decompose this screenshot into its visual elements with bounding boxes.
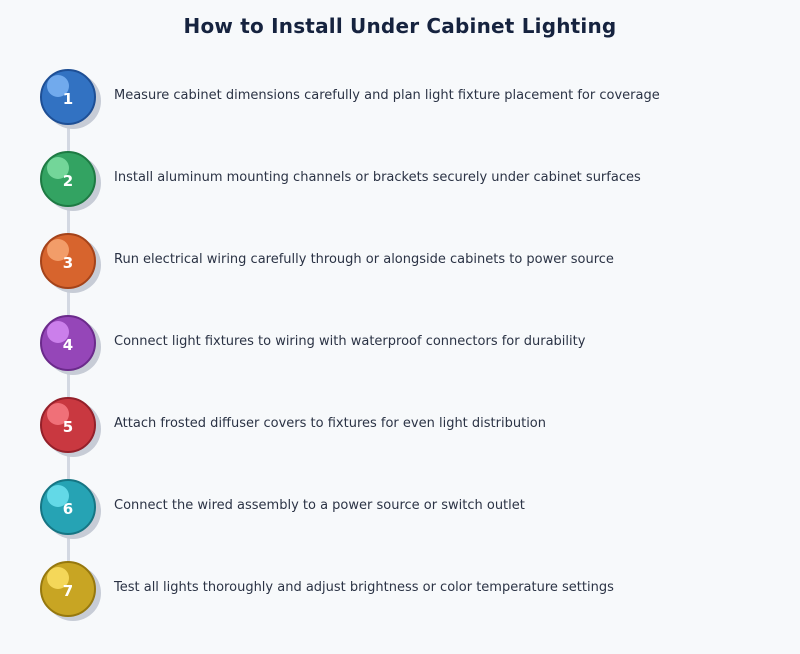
circle-highlight bbox=[47, 75, 69, 97]
step-number: 2 bbox=[62, 172, 74, 190]
step-4: 4 Connect light fixtures to wiring with … bbox=[0, 315, 800, 375]
step-number: 7 bbox=[62, 582, 74, 600]
circle-highlight bbox=[47, 567, 69, 589]
step-number: 6 bbox=[62, 500, 74, 518]
circle-highlight bbox=[47, 239, 69, 261]
circle-highlight bbox=[47, 485, 69, 507]
step-circle: 6 bbox=[40, 479, 96, 535]
step-number: 5 bbox=[62, 418, 74, 436]
step-2: 2 Install aluminum mounting channels or … bbox=[0, 151, 800, 211]
step-text: Test all lights thoroughly and adjust br… bbox=[114, 580, 614, 595]
step-text: Connect light fixtures to wiring with wa… bbox=[114, 334, 586, 349]
circle-highlight bbox=[47, 321, 69, 343]
step-circle: 2 bbox=[40, 151, 96, 207]
step-circle: 7 bbox=[40, 561, 96, 617]
step-1: 1 Measure cabinet dimensions carefully a… bbox=[0, 69, 800, 129]
step-6: 6 Connect the wired assembly to a power … bbox=[0, 479, 800, 539]
page-title: How to Install Under Cabinet Lighting bbox=[183, 14, 617, 38]
step-number: 1 bbox=[62, 90, 74, 108]
step-text: Install aluminum mounting channels or br… bbox=[114, 170, 641, 185]
step-3: 3 Run electrical wiring carefully throug… bbox=[0, 233, 800, 293]
step-text: Measure cabinet dimensions carefully and… bbox=[114, 88, 660, 103]
step-text: Connect the wired assembly to a power so… bbox=[114, 498, 525, 513]
step-circle: 1 bbox=[40, 69, 96, 125]
step-number: 3 bbox=[62, 254, 74, 272]
step-number: 4 bbox=[62, 336, 74, 354]
step-text: Attach frosted diffuser covers to fixtur… bbox=[114, 416, 546, 431]
step-7: 7 Test all lights thoroughly and adjust … bbox=[0, 561, 800, 621]
circle-highlight bbox=[47, 157, 69, 179]
step-text: Run electrical wiring carefully through … bbox=[114, 252, 614, 267]
step-circle: 4 bbox=[40, 315, 96, 371]
step-circle: 3 bbox=[40, 233, 96, 289]
circle-highlight bbox=[47, 403, 69, 425]
step-circle: 5 bbox=[40, 397, 96, 453]
step-5: 5 Attach frosted diffuser covers to fixt… bbox=[0, 397, 800, 457]
